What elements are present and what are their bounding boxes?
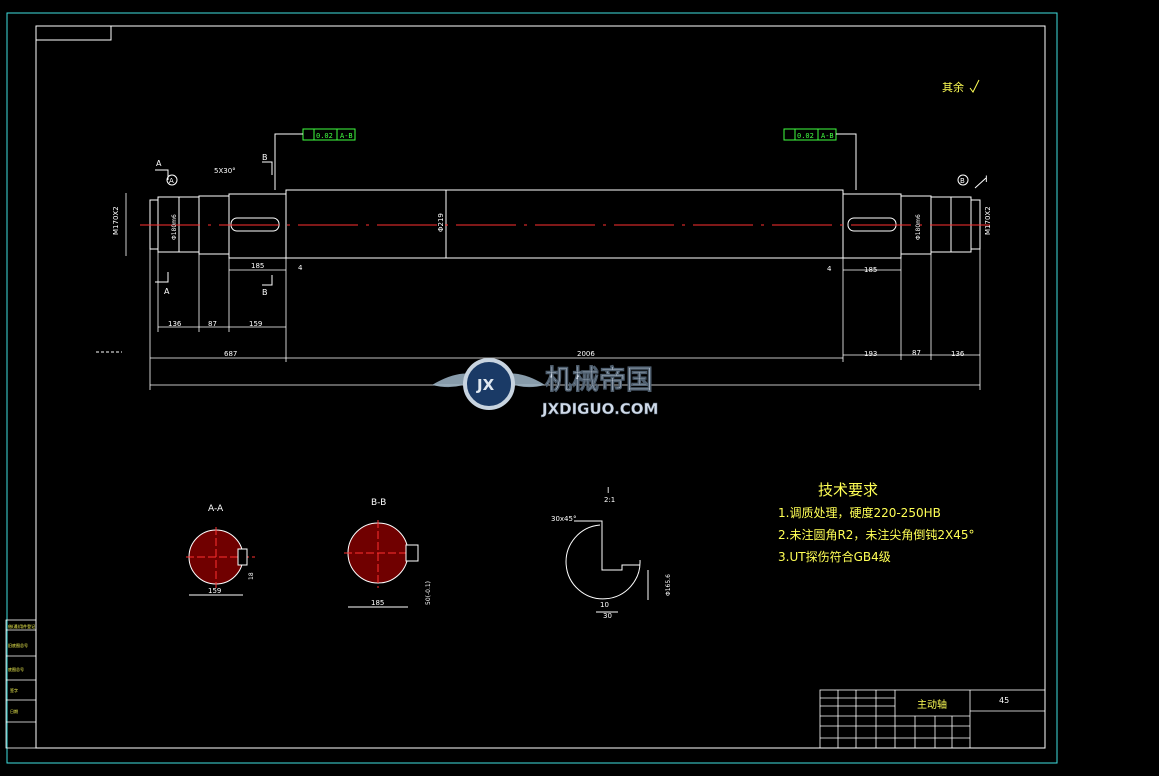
seg-left-2: 87 — [208, 320, 217, 328]
detail-scale: 2:1 — [604, 496, 615, 504]
right-end-dia: M170X2 — [984, 206, 992, 235]
section-bb-dim: 185 — [371, 599, 384, 607]
left-block-1: 旧底图总号 — [8, 642, 28, 648]
watermark-en: JXDIGUO.COM — [541, 400, 658, 418]
shaft-drawing — [149, 189, 981, 259]
detail-marker: I — [985, 175, 988, 185]
corner-tag — [35, 25, 112, 41]
seg-left-3: 159 — [249, 320, 262, 328]
center-total: 2006 — [577, 350, 595, 358]
material: 45 — [999, 696, 1009, 705]
chamfer-label: 5X30° — [214, 167, 236, 175]
left-block-0: 借(通)用件登记 — [8, 623, 35, 629]
section-aa — [186, 527, 255, 596]
left-block — [5, 619, 37, 749]
tech-title: 技术要求 — [818, 481, 878, 499]
detail-chamfer: 30x45° — [551, 515, 576, 523]
detail-d1: 10 — [600, 601, 609, 609]
bearing-left-dia: Φ180m6 — [171, 214, 178, 240]
bearing-right-dia: Φ180m6 — [915, 214, 922, 240]
watermark-logo-text: JX — [476, 376, 495, 394]
seg-right-3: 193 — [864, 350, 877, 358]
gear-logo-icon — [463, 358, 515, 410]
keyway-left-dim: 185 — [251, 262, 264, 270]
keyway-right-dim: 185 — [864, 266, 877, 274]
section-aa-side: 18 — [248, 572, 255, 580]
inner-frame — [35, 25, 1046, 749]
watermark-cn: 机械帝国 — [545, 364, 653, 396]
circle-b-label: B — [960, 177, 965, 185]
overall-left: 687 — [224, 350, 237, 358]
seg-left-1: 136 — [168, 320, 182, 328]
detail-dia: Φ165.6 — [665, 574, 672, 596]
tol-left-datum: A-B — [340, 132, 353, 140]
section-bb — [344, 520, 420, 608]
section-a-top: A — [156, 159, 162, 168]
detail-d2: 30 — [603, 612, 612, 620]
tol-right-datum: A-B — [821, 132, 834, 140]
body-dia: Φ219 — [437, 213, 445, 232]
section-aa-title: A-A — [208, 504, 224, 514]
outer-frame — [6, 12, 1058, 764]
watermark: JX 机械帝国 JXDIGUO.COM — [432, 358, 659, 418]
part-name: 主动轴 — [917, 698, 947, 711]
circle-a-label: A — [169, 177, 174, 185]
roughness-note: 其余 — [942, 80, 964, 94]
roughness-icon — [969, 79, 980, 93]
tech-item-1: 1.调质处理，硬度220-250HB — [778, 505, 941, 520]
tol-left-value: 0.02 — [316, 132, 333, 140]
seg-right-1: 136 — [951, 350, 965, 358]
left-block-4: 日期 — [10, 708, 18, 714]
section-markers — [155, 161, 987, 286]
tolerance-frame-right: 0.02 A-B — [783, 128, 857, 190]
section-a-bottom: A — [164, 287, 170, 296]
left-end-dia: M170X2 — [112, 206, 120, 235]
left-block-2: 底图总号 — [8, 666, 24, 672]
left-block-3: 签字 — [10, 687, 18, 693]
title-block — [819, 689, 1046, 749]
detail-title: Ⅰ — [607, 486, 609, 495]
tol-right-value: 0.02 — [797, 132, 814, 140]
tolerance-frame-left: 0.02 A-B — [274, 128, 356, 190]
tech-item-2: 2.未注圆角R2，未注尖角倒钝2X45° — [778, 527, 975, 542]
gap-right-dim: 4 — [827, 265, 832, 273]
dimension-lines — [125, 193, 981, 390]
section-bb-key: 50(-0.1) — [425, 581, 432, 605]
section-b-top: B — [262, 153, 268, 162]
section-b-bottom: B — [262, 288, 268, 297]
detail-view — [565, 520, 649, 613]
tech-item-3: 3.UT探伤符合GB4级 — [778, 549, 891, 564]
section-bb-title: B-B — [371, 498, 386, 508]
seg-right-2: 87 — [912, 349, 921, 357]
gap-left-dim: 4 — [298, 264, 303, 272]
section-aa-dim: 159 — [208, 587, 221, 595]
